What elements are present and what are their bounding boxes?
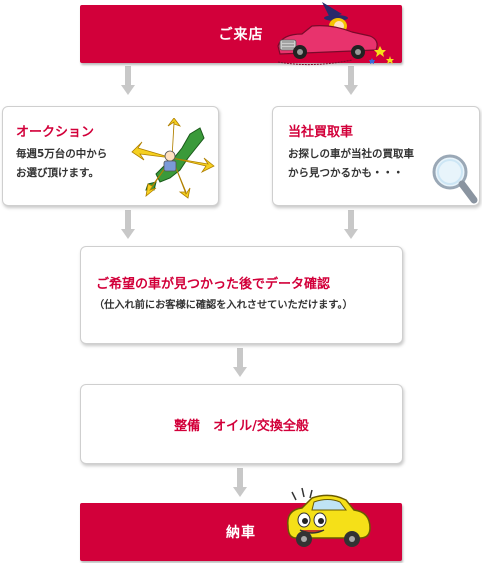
arrow-down-icon [344,210,358,239]
step-visit: ご来店 [80,5,402,63]
arrow-down-icon [121,66,135,95]
step-visit-label: ご来店 [218,27,264,43]
witch-car-illustration [277,2,394,66]
step-delivery-label: 納車 [226,525,256,541]
arrow-down-icon [233,468,247,497]
auction-text-line2: お選び頂けます。 [16,167,99,179]
arrow-down-icon [344,66,358,95]
map-arrows-illustration [131,118,215,199]
found-title: ご希望の車が見つかった後でデータ確認 [96,277,331,292]
auction-title: オークション [16,125,95,140]
own-purchase-text-line1: お探しの車が当社の買取車 [288,148,414,160]
arrow-down-icon [233,348,247,377]
step-own-purchase [272,106,480,206]
magnifier-icon [432,154,478,204]
step-found [80,246,403,344]
step-maintenance [80,384,403,464]
arrow-down-icon [121,210,135,239]
own-purchase-title: 当社買取車 [288,125,354,140]
auction-text-line1: 毎週5万台の中から [16,148,108,160]
own-purchase-text-line2: から見つかるかも・・・ [288,167,404,179]
found-note: （仕入れ前にお客様に確認を入れさせていただけます。） [94,300,353,311]
yellow-car-illustration [287,487,371,547]
maintenance-label: 整備 オイル/交換全般 [174,419,309,434]
